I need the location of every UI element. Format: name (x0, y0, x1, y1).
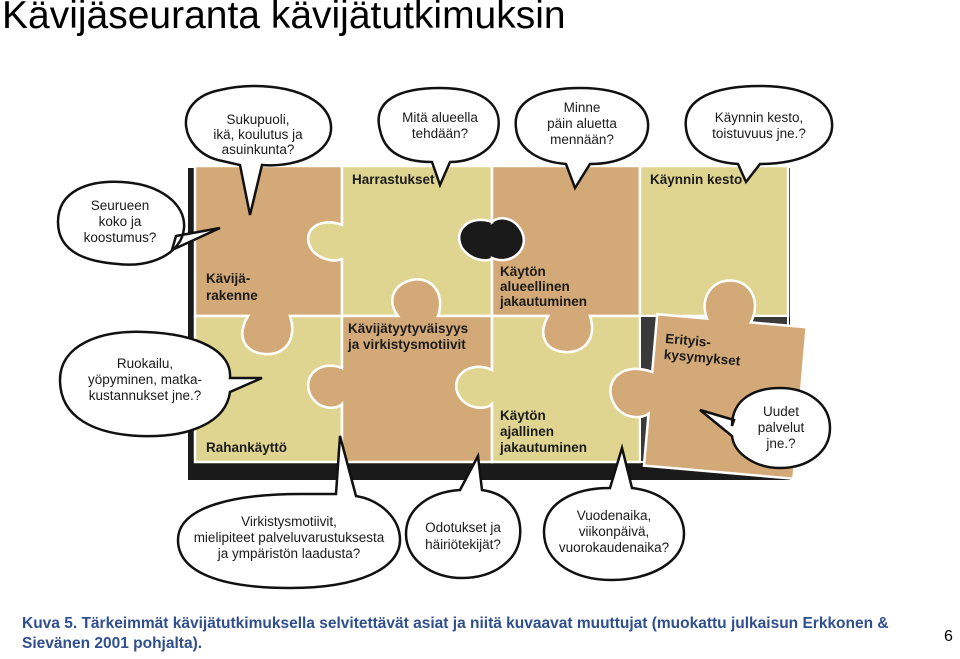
bubble-text-uudet-2: palvelut (758, 420, 805, 435)
bubble-virkistys (176, 435, 402, 590)
bubble-text-uudet-1: Uudet (763, 404, 799, 419)
bubble-text-alueella-2: tehdään? (412, 126, 468, 141)
bubble-text-odotukset-2: häiriötekijät? (425, 537, 501, 552)
piece-label-alueellinen-3: jakautuminen (499, 294, 587, 309)
figure-caption: Kuva 5. Tärkeimmät kävijätutkimuksella s… (22, 614, 902, 654)
bubble-alueella (377, 86, 500, 189)
piece-label-alueellinen-2: alueellinen (500, 279, 570, 294)
bubble-text-virkistys-1: Virkistysmotiivit, (241, 514, 337, 529)
piece-label-kaynnin-kesto: Käynnin kesto (650, 172, 742, 187)
piece-label-harrastukset: Harrastukset (352, 172, 435, 187)
bubble-text-sukupuoli-3: asuinkunta? (222, 142, 295, 157)
piece-label-tyytyvaisyys-2: ja virkistysmotiivit (347, 337, 466, 352)
bubble-text-ruokailu-1: Ruokailu, (117, 356, 173, 371)
bubble-text-minne-2: päin aluetta (547, 116, 617, 131)
bubble-uudet (699, 386, 832, 470)
bubble-text-sukupuoli-2: ikä, koulutus ja (213, 127, 303, 142)
bubble-text-minne-3: mennään? (550, 132, 614, 147)
bubble-minne (514, 86, 650, 191)
bubble-text-seurue-2: koko ja (99, 214, 142, 229)
bubble-text-odotukset-1: Odotukset ja (425, 520, 501, 535)
page-number: 6 (944, 628, 953, 645)
piece-label-erityis-2: kysymykset (663, 347, 741, 369)
bubble-text-ruokailu-3: kustannukset jne.? (89, 388, 202, 403)
piece-label-tyytyvaisyys-1: Kävijätyytyväisyys (348, 321, 468, 336)
bubble-text-virkistys-3: ja ympäristön laadusta? (217, 546, 361, 561)
piece-label-ajallinen-1: Käytön (500, 408, 546, 423)
bubble-sukupuoli (184, 84, 333, 216)
bubble-text-minne-1: Minne (564, 100, 601, 115)
bubble-text-ruokailu-2: yöpyminen, matka- (88, 372, 202, 387)
bubble-text-kesto-2: toistuvuus jne.? (712, 126, 806, 141)
bubble-text-vuodenaika-1: Vuodenaika, (577, 508, 652, 523)
piece-label-ajallinen-3: jakautuminen (499, 440, 587, 455)
bubble-text-uudet-3: jne.? (765, 436, 795, 451)
caption-lead: Kuva 5. (22, 615, 78, 632)
bubble-seurue (56, 180, 221, 266)
piece-label-kavijarakenne-2: rakenne (206, 288, 258, 303)
bubble-text-seurue-1: Seurueen (91, 198, 150, 213)
bubble-kesto (684, 84, 834, 185)
bubble-vuodenaika (542, 443, 686, 582)
bubble-text-alueella-1: Mitä alueella (402, 110, 478, 125)
bubble-odotukset (404, 451, 522, 580)
bubble-text-sukupuoli-1: Sukupuoli, (226, 112, 289, 127)
bubble-text-virkistys-2: mielipiteet palveluvarustuksesta (194, 530, 385, 545)
piece-label-rahankaytto: Rahankäyttö (206, 440, 287, 455)
bubble-text-seurue-3: koostumus? (84, 230, 157, 245)
bubble-text-vuodenaika-3: vuorokaudenaika? (559, 540, 669, 555)
piece-label-ajallinen-2: ajallinen (500, 424, 554, 439)
bubble-ruokailu (58, 330, 263, 438)
piece-label-alueellinen-1: Käytön (500, 264, 546, 279)
caption-text: Tärkeimmät kävijätutkimuksella selvitett… (22, 615, 889, 652)
piece-label-kavijarakenne-1: Kävijä- (206, 271, 250, 286)
piece-label-erityis-1: Erityis- (665, 331, 712, 350)
bubble-text-vuodenaika-2: viikonpäivä, (579, 524, 650, 539)
bubble-text-kesto-1: Käynnin kesto, (715, 110, 804, 125)
page-title: Kävijäseuranta kävijätutkimuksin (2, 0, 566, 37)
